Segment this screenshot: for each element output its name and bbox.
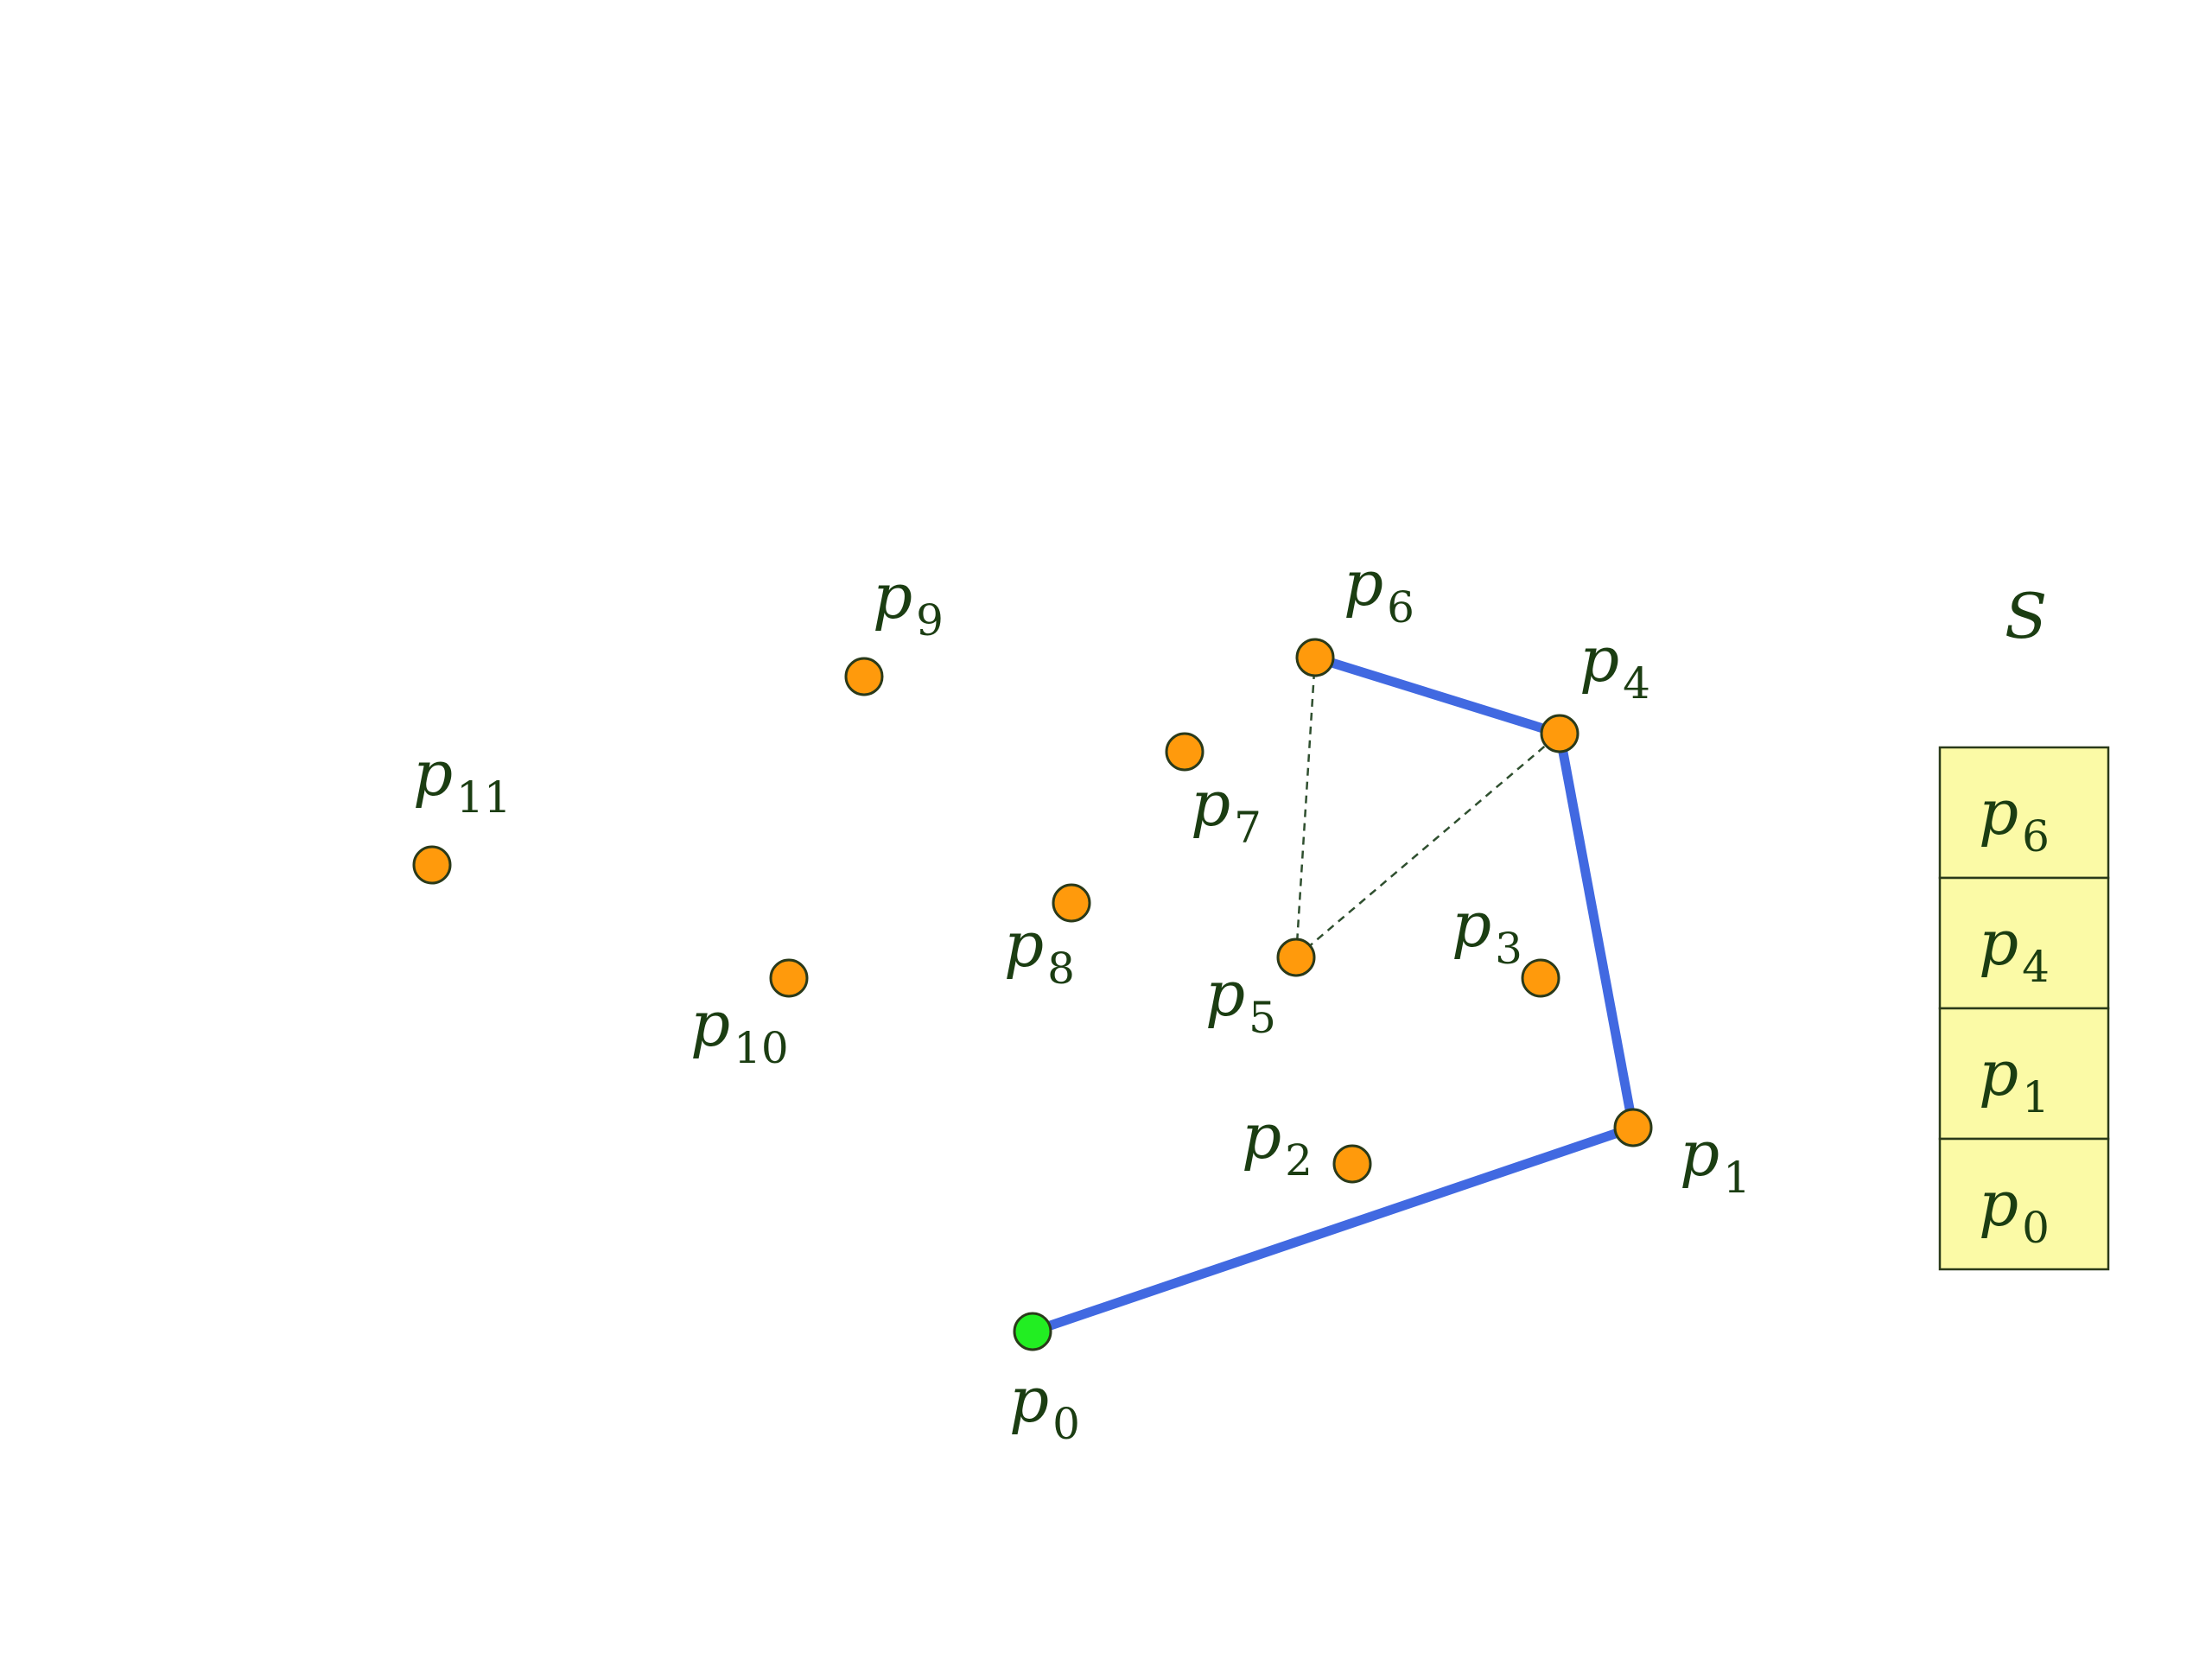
label-p3: p3 xyxy=(1452,888,1522,974)
label-p6: p6 xyxy=(1344,547,1414,632)
point-p11 xyxy=(412,845,452,885)
edges-layer xyxy=(1031,652,1638,1337)
label-p7: p7 xyxy=(1191,767,1262,853)
point-p6 xyxy=(1295,638,1335,677)
label-p5: p5 xyxy=(1205,957,1276,1043)
label-p2: p2 xyxy=(1242,1100,1313,1185)
label-p4: p4 xyxy=(1580,623,1650,709)
point-p0 xyxy=(1013,1312,1052,1351)
points-layer xyxy=(412,638,1653,1351)
stack-cell-p0 xyxy=(1938,1137,2110,1271)
point-p4 xyxy=(1540,714,1580,753)
point-p9 xyxy=(844,657,884,696)
point-p8 xyxy=(1052,883,1091,923)
point-p7 xyxy=(1165,732,1205,772)
hull-edge-p4-p6 xyxy=(1313,652,1561,739)
candidate-edge-p6-p5 xyxy=(1294,657,1317,958)
hull-edge-p0-p1 xyxy=(1031,1122,1635,1337)
label-p11: p11 xyxy=(413,737,512,823)
label-p0: p0 xyxy=(1009,1363,1080,1449)
stack-cell-p6 xyxy=(1938,746,2110,880)
stack-cell-p1 xyxy=(1938,1007,2110,1141)
stack-title: S xyxy=(2005,580,2047,652)
point-p10 xyxy=(769,958,809,998)
point-p1 xyxy=(1613,1108,1653,1147)
stack-cell-p4 xyxy=(1938,876,2110,1010)
point-p2 xyxy=(1332,1144,1372,1184)
point-p3 xyxy=(1521,958,1560,998)
label-p1: p1 xyxy=(1680,1117,1751,1203)
hull-edge-p1-p4 xyxy=(1554,732,1638,1129)
point-p5 xyxy=(1276,938,1316,977)
label-p10: p10 xyxy=(690,988,789,1073)
label-p9: p9 xyxy=(873,560,944,645)
candidate-edge-p5-p4 xyxy=(1295,733,1560,958)
